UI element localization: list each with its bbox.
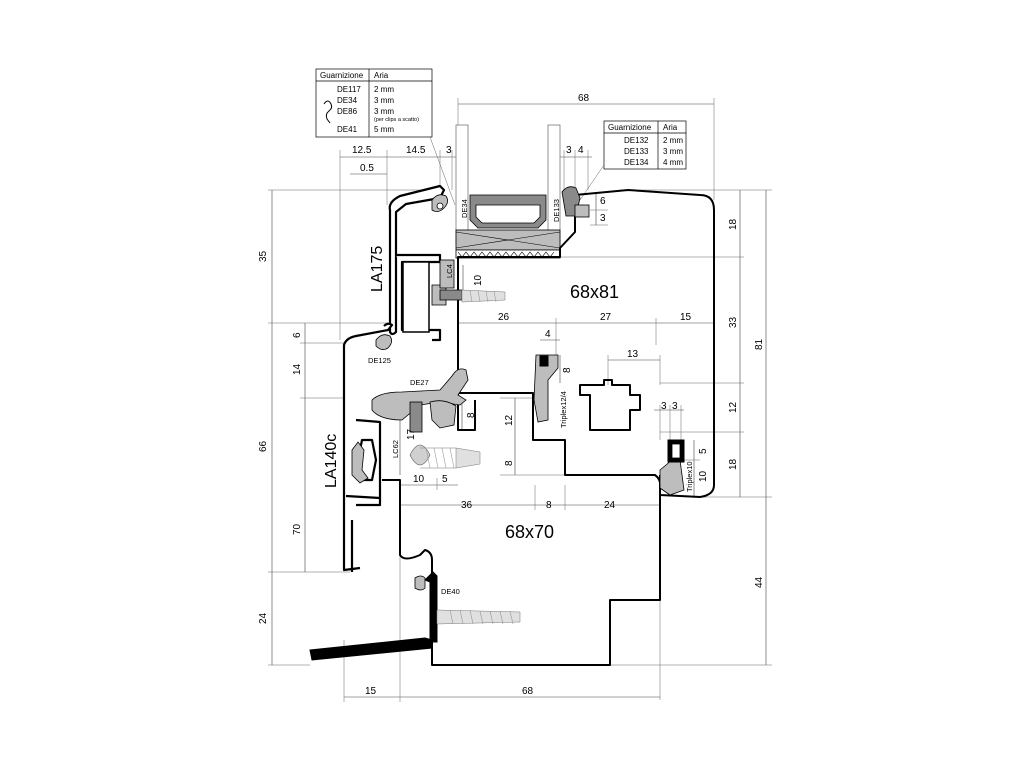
table-left-code: DE41 [337,125,358,134]
triplex12-gasket [533,354,559,423]
table-left-air: 3 mm [374,96,394,105]
table-right-code: DE132 [624,136,649,145]
dim-value: 5 [698,448,709,454]
dim-value: 13 [627,349,639,360]
dim-value: 8 [546,500,552,511]
glass-unit [455,124,561,259]
cover-bottom-label: LA140c [323,434,340,488]
dim-value: 5 [442,474,448,485]
dim-value: 10 [413,474,425,485]
table-left-code: DE86 [337,107,358,116]
dim-value: 35 [258,250,269,262]
table-right-header-air: Aria [663,123,678,132]
dimension-values: 68 12.5 14.5 3 0.5 3 4 6 3 35 6 14 66 70… [258,93,765,697]
table-left-air: 5 mm [374,125,394,134]
dim-value: 18 [728,458,739,470]
screw-top [461,289,506,303]
dim-value: 15 [365,686,377,697]
gasket-symbol-icon [323,100,333,124]
gasket-table-right: Guarnizione Aria DE132 2 mm DE133 3 mm D… [603,120,687,170]
dim-value: 8 [466,412,477,418]
sash-profile-outline [457,189,715,498]
dim-value: 17 [406,428,417,440]
table-right-air: 2 mm [663,136,683,145]
de40-gasket [414,575,426,591]
table-left-header-air: Aria [374,71,389,80]
de27-gasket [371,368,469,433]
dim-value: 6 [600,196,606,207]
dim-value: 33 [728,316,739,328]
dim-value: 0.5 [360,163,374,174]
table-right-air: 4 mm [663,158,683,167]
sash-inner-profile [579,379,641,431]
part-label-lc62: LC62 [391,440,400,458]
sill-and-de40 [309,571,521,661]
table-left-code: DE117 [337,85,361,94]
dim-value: 66 [258,440,269,452]
dim-value: 12 [728,401,739,413]
table-right-code: DE133 [624,147,649,156]
dim-value: 3 [566,145,572,156]
dim-value: 81 [754,338,765,350]
dim-value: 36 [461,500,473,511]
cover-profile-la140c [342,322,394,572]
dim-value: 10 [473,274,484,286]
table-left-air: 2 mm [374,85,394,94]
cover-top-label: LA175 [369,246,386,292]
dim-value: 3 [672,401,678,412]
dim-value: 8 [504,460,515,466]
dim-value: 14 [292,363,303,375]
table-right-header-code: Guarnizione [608,123,652,132]
table-right-air: 3 mm [663,147,683,156]
lc4-pin [439,289,463,301]
table-left-note: (per clips a scatto) [374,117,419,123]
dim-value: 10 [698,470,709,482]
gasket-table-left: Guarnizione Aria DE117 2 mm DE34 3 mm DE… [315,68,433,138]
dim-value: 68 [578,93,590,104]
dim-value: 44 [754,576,765,588]
part-label-de125: DE125 [368,356,391,365]
screw-bottom [436,609,521,625]
dim-value: 4 [545,329,551,340]
dim-value: 24 [604,500,616,511]
part-label-de27: DE27 [410,378,429,387]
table-left-air: 3 mm [374,107,394,116]
de133-gasket [561,186,590,218]
screw-middle [409,444,481,469]
lc62-clip [351,441,369,484]
dim-value: 3 [600,213,606,224]
dim-value: 3 [661,401,667,412]
sash-section-label: 68x81 [570,282,619,302]
dim-value: 14.5 [406,145,426,156]
part-label-triplex10: Triplex10 [685,461,694,492]
part-label-de133: DE133 [552,199,561,222]
dim-value: 26 [498,312,510,323]
dim-value: 15 [680,312,692,323]
frame-section-label: 68x70 [505,522,554,542]
part-label-de40: DE40 [441,587,460,596]
triplex10-gasket [659,439,685,496]
dim-value: 4 [578,145,584,156]
dim-value: 6 [292,332,303,338]
dim-value: 12 [504,414,515,426]
dim-value: 3 [446,145,452,156]
dim-value: 12.5 [352,145,372,156]
part-label-de34: DE34 [460,199,469,218]
dim-value: 27 [600,312,612,323]
table-right-code: DE134 [624,158,649,167]
dim-value: 8 [562,367,573,373]
dim-value: 18 [728,218,739,230]
frame-profile-outline [399,475,661,666]
de125-gasket [375,334,392,350]
dim-value: 24 [258,612,269,624]
dim-value: 70 [292,523,303,535]
part-label-triplex12: Triplex12/4 [559,391,568,428]
cover-profile-la175 [388,184,463,342]
table-left-code: DE34 [337,96,358,105]
part-label-lc4: LC4 [445,264,454,278]
dim-value: 68 [522,686,534,697]
table-left-header-code: Guarnizione [320,71,364,80]
dimension-lines [268,98,772,702]
